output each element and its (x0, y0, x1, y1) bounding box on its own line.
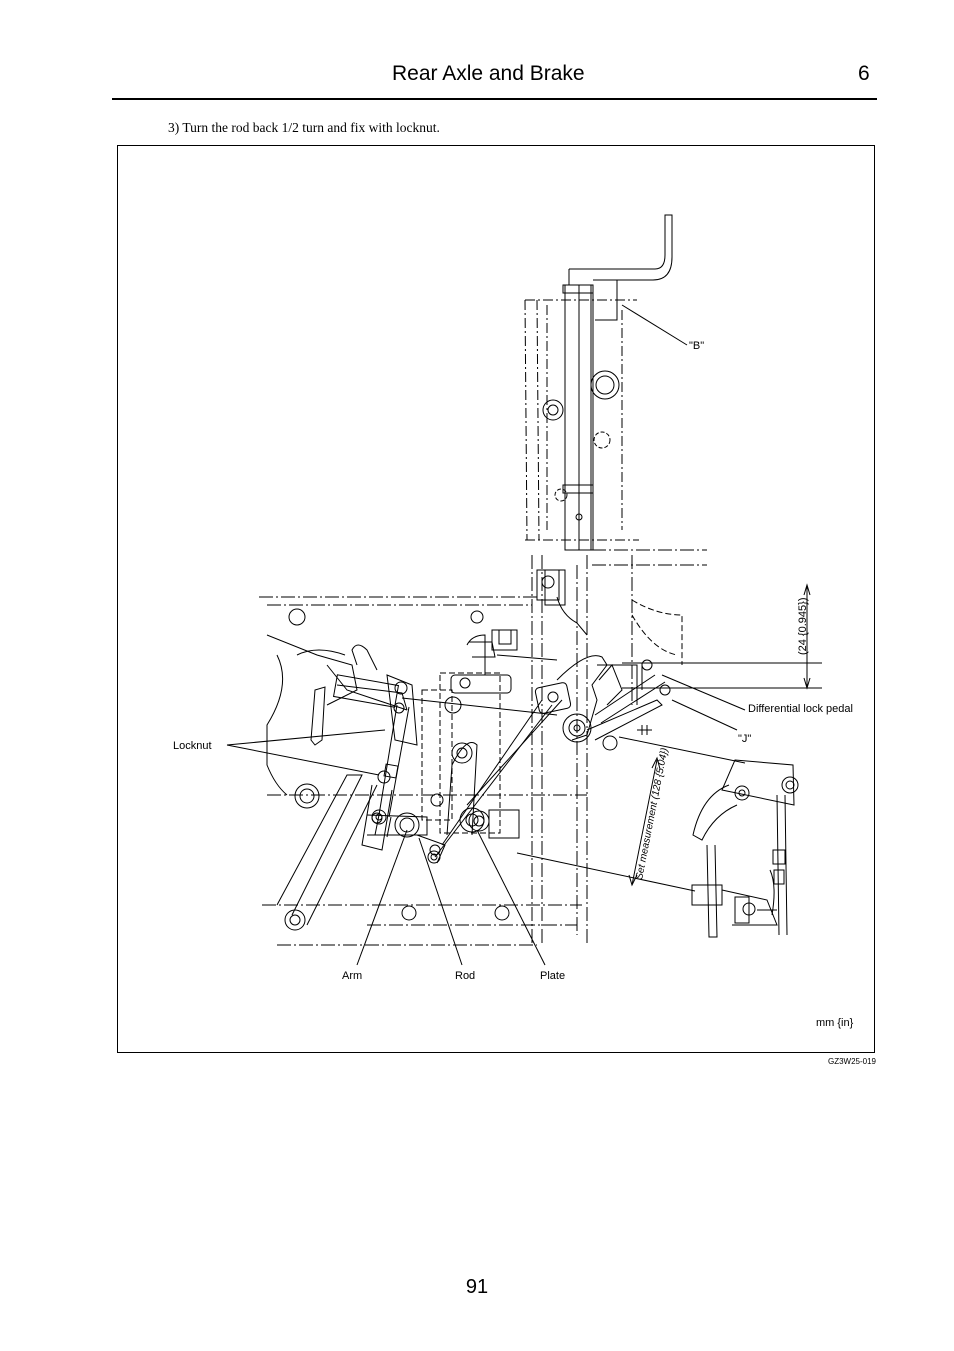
section-title: Rear Axle and Brake (392, 62, 585, 85)
label-locknut: Locknut (173, 740, 212, 752)
diff-lock-cam (556, 655, 671, 751)
figure-code: GZ3W25-019 (827, 1057, 876, 1066)
label-plate: Plate (540, 970, 565, 982)
dimension-128 (516, 736, 746, 892)
locknut-leaders (226, 729, 386, 776)
figure-frame (117, 145, 875, 1053)
arm-pivot (366, 812, 446, 864)
label-units: mm {in} (816, 1017, 854, 1029)
leader-arm (356, 829, 408, 966)
dimension-24 (622, 583, 822, 690)
header-rule (112, 98, 877, 100)
plate-linkage (401, 682, 572, 858)
rod (361, 704, 410, 851)
label-j: "J" (738, 733, 751, 745)
leader-diff-lock (661, 674, 746, 711)
technical-drawing: "B" (24 {0.945}) Differential lock pedal… (173, 214, 854, 1029)
leader-rod (418, 837, 463, 966)
label-dimension-24: (24 {0.945}) (797, 598, 809, 656)
leader-b (621, 304, 688, 346)
label-rod: Rod (455, 970, 475, 982)
pedal-bracket-upper (524, 214, 673, 551)
label-arm: Arm (342, 970, 362, 982)
brake-arm (266, 634, 418, 926)
chapter-number: 6 (858, 62, 870, 85)
upper-link (469, 569, 683, 665)
pedal-side-view (691, 759, 799, 938)
label-b: "B" (689, 340, 704, 352)
step-instruction: 3) Turn the rod back 1/2 turn and fix wi… (168, 120, 440, 135)
leader-plate (476, 829, 546, 966)
label-differential-lock-pedal: Differential lock pedal (748, 703, 853, 715)
page-number: 91 (465, 1276, 489, 1298)
leader-j (671, 699, 738, 731)
